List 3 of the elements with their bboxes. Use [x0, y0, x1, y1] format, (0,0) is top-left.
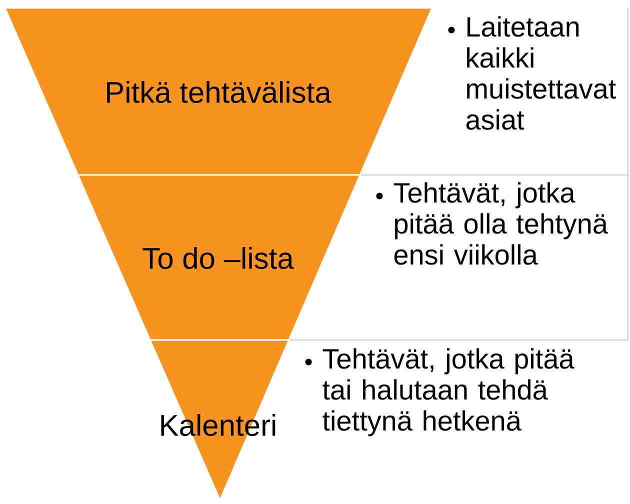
bullet-text: Laitetaan kaikki muistettavat asiat — [466, 16, 616, 130]
bullet-text: Tehtävät, jotka pitää olla tehtynä ensi viikolla — [394, 182, 608, 265]
bullet-text: Tehtävät, jotka pitää tai halutaan tehdä tiettynä hetkenä — [322, 348, 574, 436]
